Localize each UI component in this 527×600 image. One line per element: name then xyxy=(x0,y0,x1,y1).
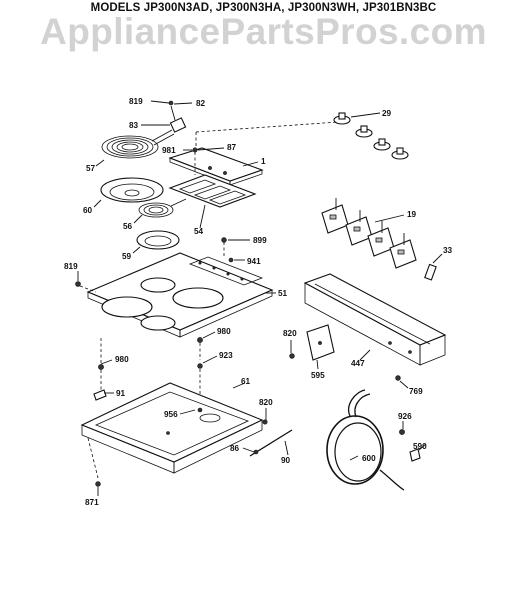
callout-90: 90 xyxy=(281,456,291,465)
callout-447: 447 xyxy=(351,359,365,368)
clip-91-part xyxy=(93,389,114,401)
bottom-pan-part xyxy=(80,382,264,479)
callout-980-left: 980 xyxy=(115,355,129,364)
callout-820-right: 820 xyxy=(283,329,297,338)
callout-59: 59 xyxy=(122,252,132,261)
wire-clip-part xyxy=(242,429,293,457)
callout-956: 956 xyxy=(164,410,178,419)
callout-819-top: 819 xyxy=(129,97,143,106)
callout-83: 83 xyxy=(129,121,139,130)
callout-590: 590 xyxy=(413,442,427,451)
control-panel-trim-part xyxy=(168,147,264,186)
screw-part xyxy=(183,147,225,175)
callout-926: 926 xyxy=(398,412,412,421)
bracket-part xyxy=(306,324,335,370)
clip-899-part xyxy=(221,237,250,258)
cooktop-main-top-part xyxy=(86,252,276,338)
callout-29: 29 xyxy=(382,109,392,118)
control-knobs-part xyxy=(195,112,409,160)
drip-pan-small-part xyxy=(132,230,180,254)
callout-899: 899 xyxy=(253,236,267,245)
callout-54: 54 xyxy=(194,227,204,236)
callout-51: 51 xyxy=(278,289,288,298)
callout-86: 86 xyxy=(230,444,240,453)
screw-980-part xyxy=(197,331,216,360)
callout-60: 60 xyxy=(83,206,93,215)
callout-33: 33 xyxy=(443,246,453,255)
page-title: MODELS JP300N3AD, JP300N3HA, JP300N3WH, … xyxy=(90,2,437,14)
indicator-light-part xyxy=(424,253,443,281)
strain-relief-590-part xyxy=(409,443,427,462)
grommet-926-part xyxy=(399,421,405,435)
callout-819-left: 819 xyxy=(64,262,78,271)
callout-57: 57 xyxy=(86,164,96,173)
callout-941: 941 xyxy=(247,257,261,266)
callout-56: 56 xyxy=(123,222,133,231)
screw-923-part xyxy=(197,355,218,400)
screw-820-upper-part xyxy=(289,340,295,359)
watermark: AppliancePartsPros.com xyxy=(40,11,487,52)
screw-980-left-part xyxy=(98,338,113,395)
callout-980-center: 980 xyxy=(217,327,231,336)
callout-600: 600 xyxy=(362,454,376,463)
fastener-819-part xyxy=(75,271,97,293)
callout-87: 87 xyxy=(227,143,237,152)
screw-820-lower-part xyxy=(262,408,268,425)
screw-871-part xyxy=(95,481,101,496)
callout-82: 82 xyxy=(196,99,206,108)
power-cord-part xyxy=(326,389,405,491)
control-housing-part xyxy=(303,273,447,366)
screw-769-part xyxy=(395,375,409,389)
callout-923: 923 xyxy=(219,351,233,360)
callout-981: 981 xyxy=(162,146,176,155)
drip-pan-large-part xyxy=(93,177,164,208)
callout-19: 19 xyxy=(407,210,417,219)
infinite-switches-part xyxy=(321,198,417,269)
callout-595: 595 xyxy=(311,371,325,380)
clip-941-part xyxy=(228,257,245,263)
gasket-part xyxy=(168,174,257,229)
callout-91: 91 xyxy=(116,389,126,398)
surface-element-small-part xyxy=(133,198,187,224)
callout-769: 769 xyxy=(409,387,423,396)
callout-1: 1 xyxy=(261,157,266,166)
surface-element-large-part xyxy=(95,129,175,167)
callout-871: 871 xyxy=(85,498,99,507)
terminal-block-part xyxy=(141,100,193,133)
callout-820-lower: 820 xyxy=(259,398,273,407)
callout-61: 61 xyxy=(241,377,251,386)
